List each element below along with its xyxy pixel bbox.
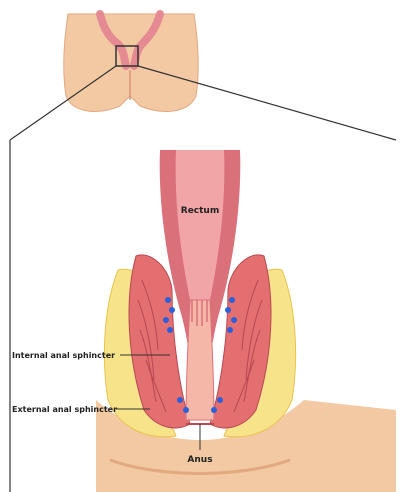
label-internal-sphincter: Internal anal sphincter [12,351,115,360]
detail-illustration [96,150,396,492]
pelvis-inset [64,14,198,111]
anal-canal [186,300,214,420]
label-external-sphincter: External anal sphincter [12,405,117,414]
label-rectum: Rectum [181,206,219,216]
label-anus: Anus [187,455,212,465]
